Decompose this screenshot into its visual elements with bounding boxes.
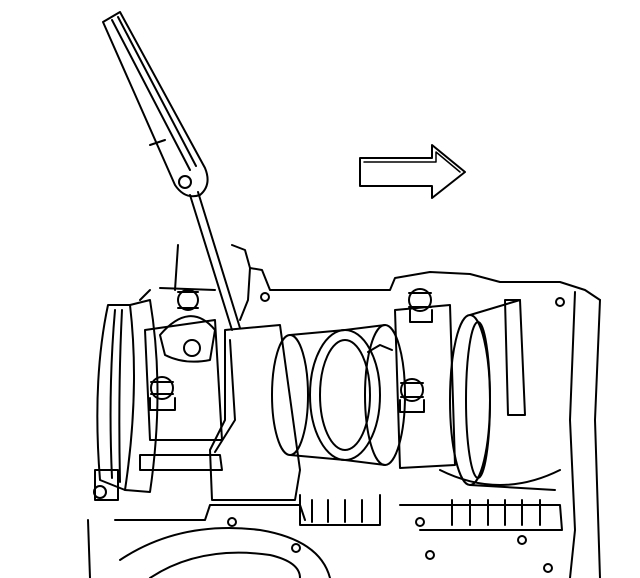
center-main-bearing-cap [395, 289, 455, 468]
rear-crankshaft-journals [440, 300, 560, 525]
arrow-right-icon [360, 145, 465, 198]
crankshaft-counterweight [210, 325, 380, 525]
front-pulley [94, 300, 158, 500]
engine-block [88, 245, 600, 578]
pry-bar-tool [103, 12, 240, 330]
crankshaft-journals [272, 325, 405, 465]
